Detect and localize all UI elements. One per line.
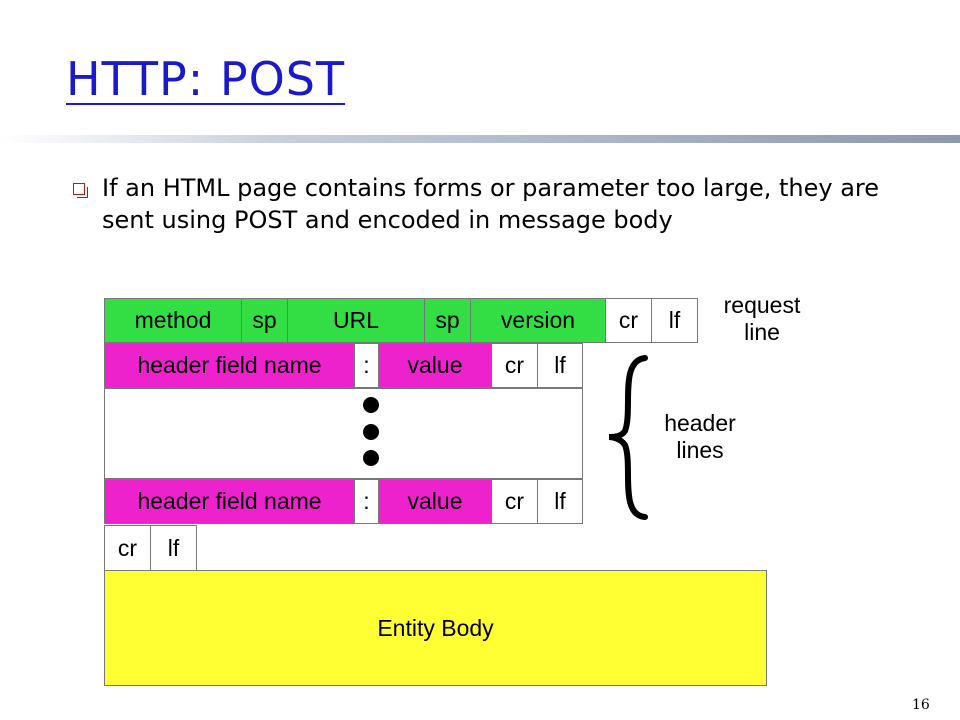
- cr-cell-request: cr: [605, 298, 652, 343]
- page-number: 16: [912, 697, 930, 713]
- cr-cell-header-2: cr: [491, 479, 538, 524]
- colon-cell-1: :: [354, 343, 379, 388]
- url-cell: URL: [287, 298, 425, 343]
- header-lines-ellipsis-box: [104, 388, 583, 479]
- lf-cell-header-2: lf: [537, 479, 583, 524]
- sp-cell-2: sp: [424, 298, 471, 343]
- sp-cell-1: sp: [241, 298, 288, 343]
- colon-cell-2: :: [354, 479, 379, 524]
- ellipsis-dot-3: [363, 450, 379, 466]
- bullet-text: If an HTML page contains forms or parame…: [102, 174, 880, 234]
- version-cell: version: [470, 298, 606, 343]
- lf-cell-blank-line: lf: [150, 525, 197, 571]
- slide-title: HTTP: POST: [66, 52, 346, 106]
- lf-cell-request: lf: [651, 298, 698, 343]
- header-field-name-cell-2: header field name: [104, 479, 355, 524]
- title-divider: [0, 135, 960, 143]
- header-lines-label: header lines: [664, 410, 736, 463]
- header-field-name-cell-1: header field name: [104, 343, 355, 388]
- header-lines-brace-icon: [608, 355, 648, 520]
- cr-cell-header-1: cr: [491, 343, 538, 388]
- bullet-icon: [73, 183, 88, 198]
- ellipsis-dot-1: [363, 397, 379, 413]
- request-line-label: request line: [723, 292, 801, 345]
- entity-body-box: Entity Body: [104, 570, 767, 686]
- cr-cell-blank-line: cr: [104, 525, 151, 571]
- method-cell: method: [104, 298, 242, 343]
- value-cell-1: value: [378, 343, 492, 388]
- lf-cell-header-1: lf: [537, 343, 583, 388]
- ellipsis-dot-2: [363, 424, 379, 440]
- value-cell-2: value: [378, 479, 492, 524]
